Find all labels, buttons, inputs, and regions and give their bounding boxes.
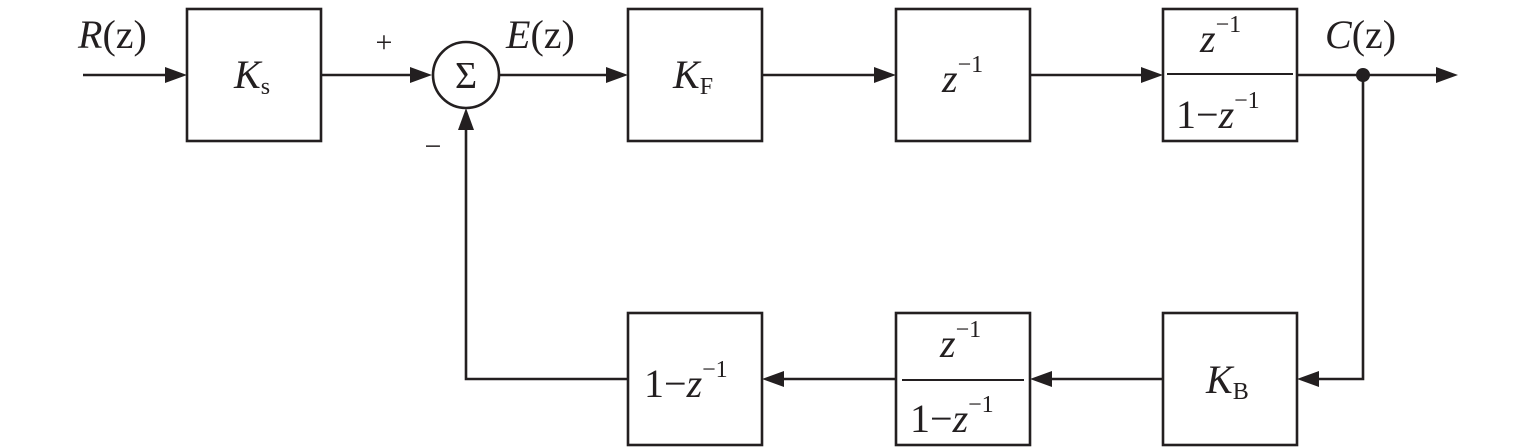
arrowhead-into-kf bbox=[606, 67, 628, 83]
feedback-integrator-numerator: z−1 bbox=[939, 317, 981, 366]
arrowhead-output bbox=[1436, 67, 1458, 83]
arrowhead-into-ks bbox=[165, 67, 187, 83]
block-kf: KF bbox=[626, 7, 764, 143]
arrowhead-into-integrator bbox=[1141, 67, 1163, 83]
ks-label: Ks bbox=[233, 52, 270, 100]
block-ks: Ks bbox=[185, 7, 323, 143]
block-kb: KB bbox=[1161, 311, 1299, 447]
forward-integrator-denominator: 1−z−1 bbox=[1176, 88, 1260, 137]
wire-output-to-kb bbox=[1315, 75, 1365, 381]
arrowhead-into-difference bbox=[762, 371, 784, 387]
sigma-symbol: Σ bbox=[455, 55, 477, 97]
block-forward-integrator: z−1 1−z−1 bbox=[1161, 7, 1299, 143]
minus-sign: − bbox=[425, 130, 442, 163]
forward-integrator-numerator: z−1 bbox=[1199, 12, 1241, 61]
error-signal-label: E(z) bbox=[505, 12, 575, 57]
plus-sign: + bbox=[376, 26, 393, 59]
summing-junction: Σ bbox=[431, 40, 501, 110]
arrowhead-into-sum-bottom bbox=[458, 108, 474, 130]
block-feedback-integrator: z−1 1−z−1 bbox=[894, 311, 1032, 447]
kf-label: KF bbox=[672, 52, 713, 100]
wire-difference-to-sum bbox=[464, 126, 628, 381]
input-signal-label: R(z) bbox=[77, 12, 147, 57]
kb-label: KB bbox=[1205, 357, 1249, 405]
arrowhead-into-sum bbox=[410, 67, 432, 83]
arrowhead-into-kb bbox=[1297, 371, 1319, 387]
difference-label: 1−z−1 bbox=[644, 357, 728, 406]
arrowhead-into-delay bbox=[874, 67, 896, 83]
output-signal-label: C(z) bbox=[1325, 12, 1396, 57]
arrowhead-into-fb-integrator bbox=[1030, 371, 1052, 387]
block-difference: 1−z−1 bbox=[626, 311, 764, 447]
block-delay: z−1 bbox=[894, 7, 1032, 143]
feedback-integrator-denominator: 1−z−1 bbox=[910, 392, 994, 441]
delay-label: z−1 bbox=[941, 52, 983, 101]
